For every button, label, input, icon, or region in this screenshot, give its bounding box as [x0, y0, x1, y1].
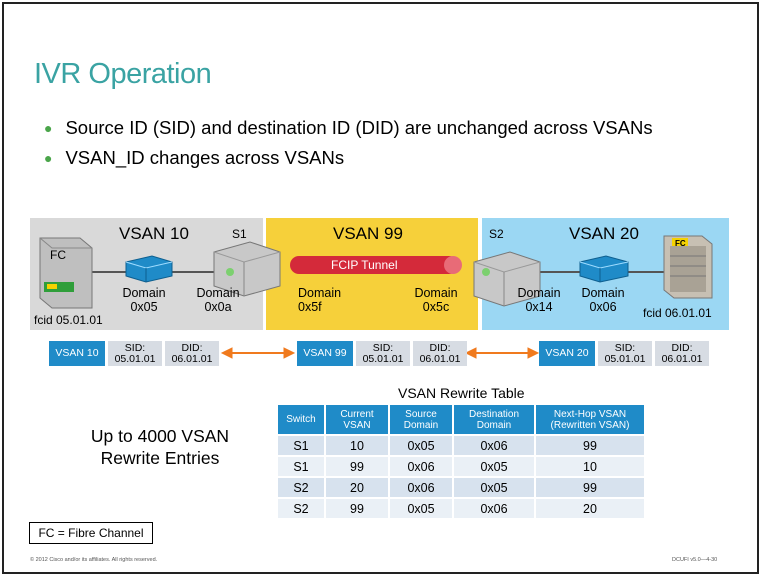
orange-arrow: [464, 347, 540, 359]
table-cell: 10: [326, 436, 388, 455]
legend-box: FC = Fibre Channel: [29, 522, 153, 544]
s1-label: S1: [232, 227, 247, 241]
table-cell: 0x06: [390, 478, 452, 497]
rewrite-entries-note: Up to 4000 VSAN Rewrite Entries: [90, 426, 230, 468]
course-code-footer: DCUFI v5.0—4-30: [672, 557, 718, 563]
table-cell: 99: [536, 436, 644, 455]
table-cell: 20: [536, 499, 644, 518]
table-cell: S2: [278, 499, 324, 518]
blue-switch-icon: [579, 255, 629, 283]
bullet-item: ● Source ID (SID) and destination ID (DID…: [44, 113, 653, 143]
frame-did: DID:06.01.01: [165, 341, 219, 366]
table-cell: 99: [536, 478, 644, 497]
table-cell: S2: [278, 478, 324, 497]
blue-switch-icon: [125, 255, 173, 283]
table-cell: 20: [326, 478, 388, 497]
table-cell: 0x06: [390, 457, 452, 476]
frame-vsan-99: VSAN 99: [297, 341, 353, 366]
bullet-dot-icon: ●: [44, 120, 53, 136]
table-caption: VSAN Rewrite Table: [398, 385, 525, 401]
fcid-right: fcid 06.01.01: [643, 306, 712, 320]
copyright-footer: © 2012 Cisco and/or its affiliates. All …: [30, 557, 158, 563]
table-cell: 0x05: [454, 457, 534, 476]
frame-sid: SID:05.01.01: [108, 341, 162, 366]
table-header-row: Switch Current VSAN Source Domain Destin…: [278, 405, 644, 434]
frame-sid: SID:05.01.01: [356, 341, 410, 366]
fcid-left: fcid 05.01.01: [34, 313, 103, 327]
fc-storage-right-icon: [663, 235, 713, 299]
table-header: Source Domain: [390, 405, 452, 434]
vsan-99-label: VSAN 99: [333, 224, 403, 243]
table-cell: S1: [278, 436, 324, 455]
fc-device-label-right: FC: [675, 239, 686, 248]
vsan-rewrite-table: Switch Current VSAN Source Domain Destin…: [276, 403, 646, 520]
orange-arrow: [220, 347, 296, 359]
frame-sid: SID:05.01.01: [598, 341, 652, 366]
table-header: Destination Domain: [454, 405, 534, 434]
s2-switch-icon: [473, 251, 541, 307]
vsan-10-label: VSAN 10: [119, 224, 189, 243]
table-cell: 99: [326, 457, 388, 476]
table-cell: 0x06: [454, 499, 534, 518]
frame-did: DID:06.01.01: [413, 341, 467, 366]
vsan-20-label: VSAN 20: [569, 224, 639, 243]
bullet-list: ● Source ID (SID) and destination ID (DID…: [44, 113, 653, 173]
table-cell: 99: [326, 499, 388, 518]
table-cell: 0x06: [454, 436, 534, 455]
table-cell: 10: [536, 457, 644, 476]
bullet-item: ● VSAN_ID changes across VSANs: [44, 143, 653, 173]
bullet-text: VSAN_ID changes across VSANs: [65, 147, 345, 168]
frame-vsan-20: VSAN 20: [539, 341, 595, 366]
s1-switch-icon: [213, 241, 281, 297]
frame-vsan-10: VSAN 10: [49, 341, 105, 366]
frame-did: DID:06.01.01: [655, 341, 709, 366]
table-cell: 0x05: [454, 478, 534, 497]
table-header: Current VSAN: [326, 405, 388, 434]
fcip-tunnel-label: FCIP Tunnel: [331, 258, 398, 272]
bullet-dot-icon: ●: [44, 150, 53, 166]
fc-server-left-icon: [39, 237, 93, 309]
bullet-text: Source ID (SID) and destination ID (DID)…: [65, 117, 653, 138]
slide-title: IVR Operation: [34, 58, 212, 90]
table-header: Next-Hop VSAN (Rewritten VSAN): [536, 405, 644, 434]
fcip-tunnel-icon: [290, 256, 462, 274]
s2-label: S2: [489, 227, 504, 241]
table-header: Switch: [278, 405, 324, 434]
fc-device-label-left: FC: [50, 248, 66, 262]
table-cell: S1: [278, 457, 324, 476]
table-cell: 0x05: [390, 499, 452, 518]
table-cell: 0x05: [390, 436, 452, 455]
